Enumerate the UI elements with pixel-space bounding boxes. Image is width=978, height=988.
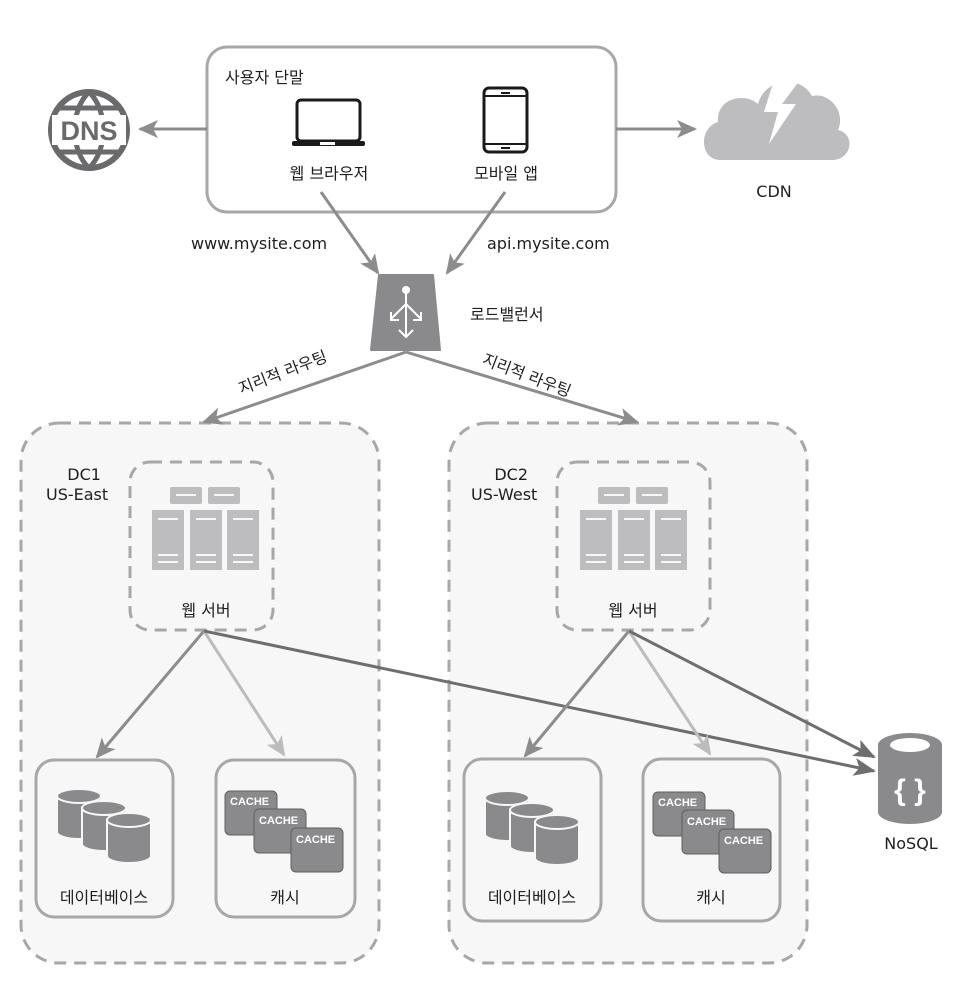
cdn-cloud-icon <box>703 80 850 160</box>
dc1-web-server-box <box>128 460 275 632</box>
laptop-icon <box>292 98 365 146</box>
dc2-cache-icon: CACHE CACHE CACHE <box>652 791 772 874</box>
mobile-app-label: 모바일 앱 <box>474 164 538 183</box>
cache-tag: CACHE <box>724 835 763 847</box>
cdn-label: CDN <box>756 182 792 201</box>
dc1-database-label: 데이터베이스 <box>59 888 149 907</box>
web-domain-label: www.mysite.com <box>191 234 328 253</box>
svg-text:{ }: { } <box>894 774 926 807</box>
cache-tag: CACHE <box>296 834 335 846</box>
arrow-lb-to-dc2 <box>405 350 639 426</box>
dc2-server-icon <box>580 487 687 570</box>
dc2-web-server-box <box>555 460 712 632</box>
dc2-database-label: 데이터베이스 <box>487 888 577 907</box>
dc1-database-icon <box>56 788 152 864</box>
dns-text-wrap: DNS <box>60 116 117 145</box>
dc2-database-icon <box>484 790 580 866</box>
arrow-dc1-web-to-db <box>95 630 206 759</box>
user-devices-title: 사용자 단말 <box>225 68 304 87</box>
dc1-label: DC1 US-East <box>46 465 108 505</box>
dc1-cache-label: 캐시 <box>270 888 300 907</box>
mobile-phone-icon <box>482 86 529 154</box>
api-domain-label: api.mysite.com <box>487 234 610 253</box>
arrow-web-to-lb <box>319 191 380 275</box>
arrow-dc2-web-to-cache <box>627 630 712 756</box>
load-balancer-icon <box>370 274 441 351</box>
cache-tag: CACHE <box>658 797 697 809</box>
web-browser-label: 웹 브라우저 <box>289 164 369 183</box>
arrow-dc1-web-to-nosql <box>203 629 876 776</box>
dc2-region: US-West <box>471 485 538 504</box>
nosql-label: NoSQL <box>884 834 938 853</box>
dc2-name: DC2 <box>494 465 528 484</box>
dc1-region: US-East <box>46 485 109 504</box>
dc1-server-icon <box>152 487 259 570</box>
cache-tag: CACHE <box>230 796 269 808</box>
nosql-database-icon: { } <box>878 733 942 824</box>
dns-globe-icon <box>48 89 130 171</box>
dc1-web-server-label: 웹 서버 <box>181 601 231 620</box>
load-balancer-label: 로드밸런서 <box>470 305 544 324</box>
dc2-label: DC2 US-West <box>471 465 537 505</box>
dc1-cache-icon: CACHE CACHE CACHE <box>224 790 344 873</box>
arrow-dc1-web-to-cache <box>202 630 286 757</box>
dc1-name: DC1 <box>67 465 101 484</box>
dc2-web-server-label: 웹 서버 <box>608 601 658 620</box>
arrow-dc2-web-to-db <box>523 630 631 758</box>
dc2-cache-label: 캐시 <box>696 888 726 907</box>
dns-label: DNS <box>60 116 117 145</box>
arrow-dc2-web-to-nosql <box>628 629 876 759</box>
cache-tag: CACHE <box>259 815 298 827</box>
cache-tag: CACHE <box>687 816 726 828</box>
arrow-api-to-lb <box>445 191 507 275</box>
arrow-lb-to-dc1 <box>202 350 407 425</box>
